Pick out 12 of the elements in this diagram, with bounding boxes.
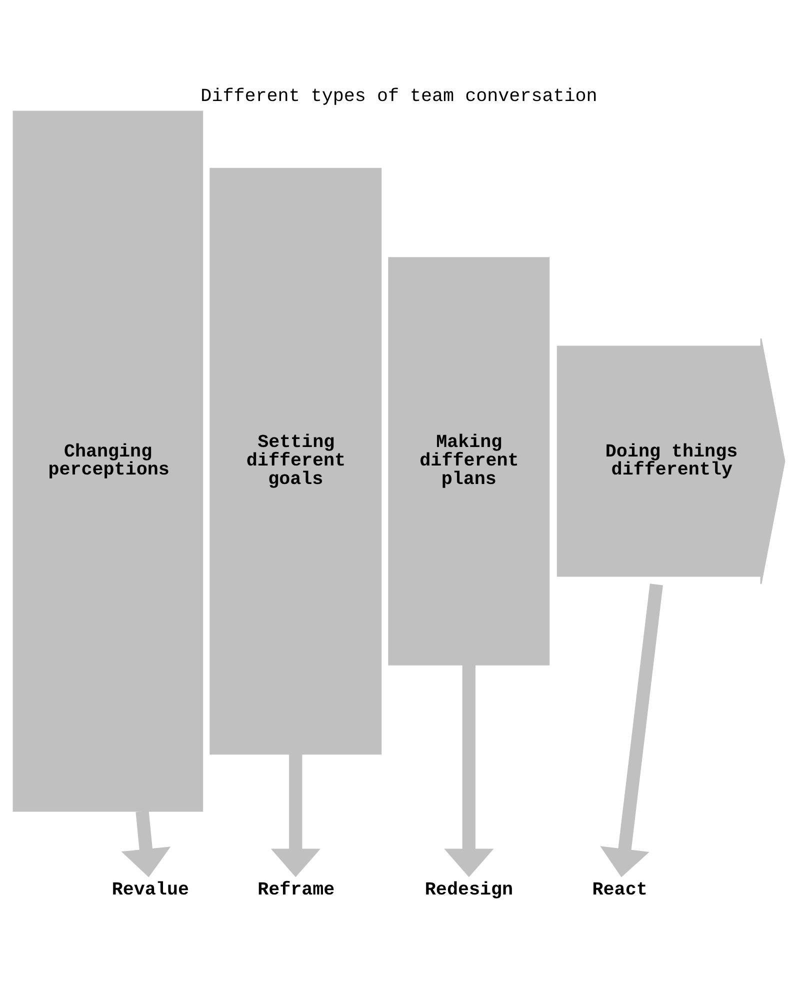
node-text: React (592, 880, 648, 901)
node-box: Setting different goals (210, 168, 382, 755)
arrow (444, 664, 494, 878)
node-text: Revalue (112, 880, 189, 901)
node-box: Making different plans (388, 257, 550, 666)
arrow (270, 754, 320, 878)
diagram-title: Different types of team conversation (200, 86, 598, 108)
node-text: Reframe (258, 880, 335, 901)
arrow (600, 584, 663, 878)
node-box: Changing perceptions (12, 110, 204, 812)
node-text: Redesign (424, 880, 514, 901)
arrow (121, 810, 171, 878)
